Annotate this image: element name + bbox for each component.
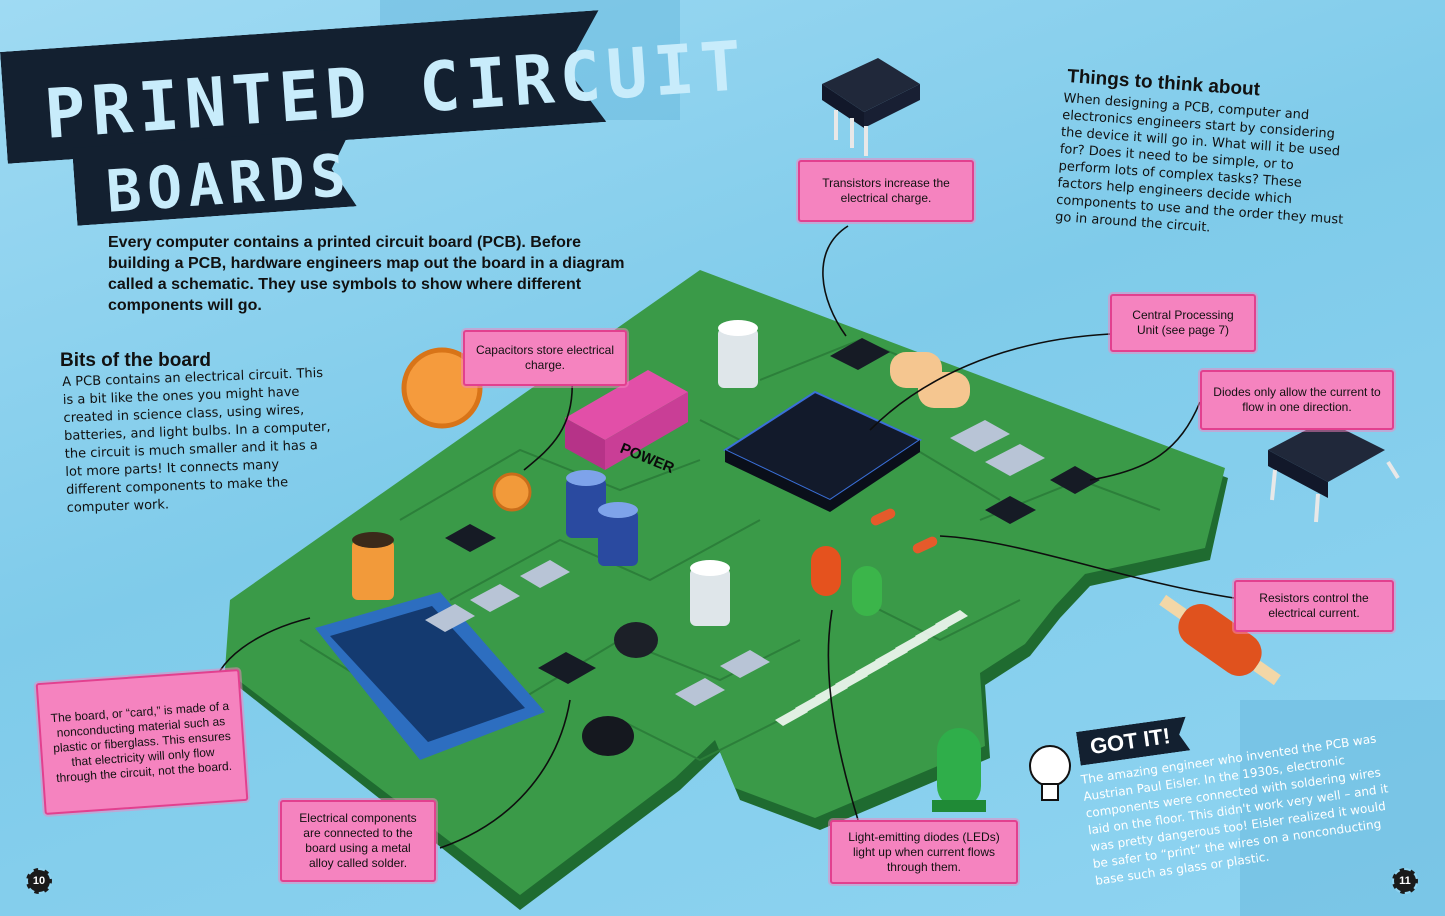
power-connector xyxy=(565,370,688,440)
ic-chip xyxy=(445,338,1100,684)
callout-capacitors: Capacitors store electrical charge. xyxy=(463,330,627,386)
callout-solder: Electrical components are connected to t… xyxy=(280,800,436,882)
resistor xyxy=(870,508,938,554)
callout-card: The board, or “card,” is made of a nonco… xyxy=(35,669,249,815)
callout-transistors: Transistors increase the electrical char… xyxy=(798,160,974,222)
white-capacitor xyxy=(690,320,758,626)
lightbulb-icon xyxy=(1029,745,1071,801)
page-number-left: 10 xyxy=(26,868,52,894)
callout-cpu: Central Processing Unit (see page 7) xyxy=(1110,294,1256,352)
smd-resistor xyxy=(425,420,1045,706)
transistor-illustration xyxy=(822,58,920,156)
callout-resistors: Resistors control the electrical current… xyxy=(1234,580,1394,632)
intro-paragraph: Every computer contains a printed circui… xyxy=(108,234,625,314)
resistor-illustration xyxy=(1159,594,1281,686)
edge-connector xyxy=(775,610,968,726)
led xyxy=(811,546,986,812)
tan-capacitor xyxy=(890,352,970,408)
disc-capacitor xyxy=(401,347,483,429)
section-heading: Bits of the board xyxy=(60,350,211,371)
callout-leds: Light-emitting diodes (LEDs) light up wh… xyxy=(830,820,1018,884)
callout-diodes: Diodes only allow the current to flow in… xyxy=(1200,370,1394,430)
inductor xyxy=(614,622,658,658)
capacitor xyxy=(566,470,638,566)
page-number-right: 11 xyxy=(1392,868,1418,894)
buzzer xyxy=(582,716,634,756)
diode-illustration xyxy=(1268,420,1400,523)
disc-capacitor xyxy=(492,472,532,512)
inductor-coil xyxy=(352,532,394,600)
